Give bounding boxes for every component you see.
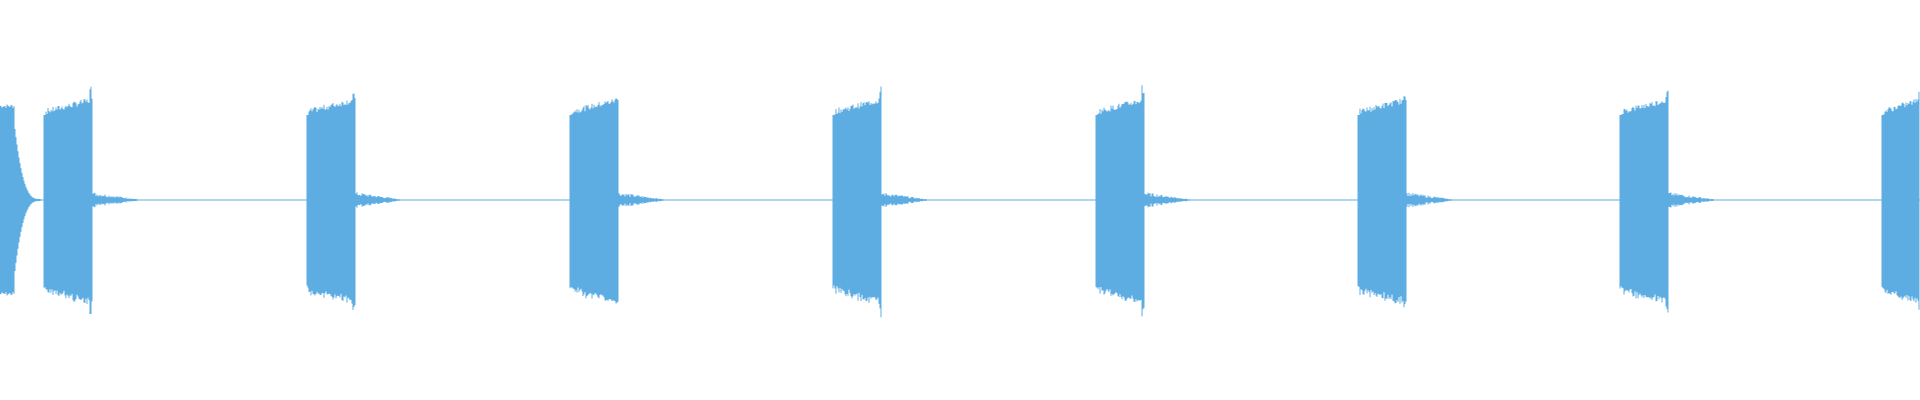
waveform-burst-2 [306,93,401,310]
waveform-burst-7 [1619,90,1714,313]
waveform-burst-3 [569,98,664,304]
waveform-burst-5 [1095,85,1190,317]
waveform-burst-8 [1881,91,1920,310]
waveform-burst-6 [1357,96,1452,308]
waveform-burst-partial-start [0,104,41,296]
waveform-burst-4 [832,86,927,318]
waveform-burst-1 [43,86,138,315]
